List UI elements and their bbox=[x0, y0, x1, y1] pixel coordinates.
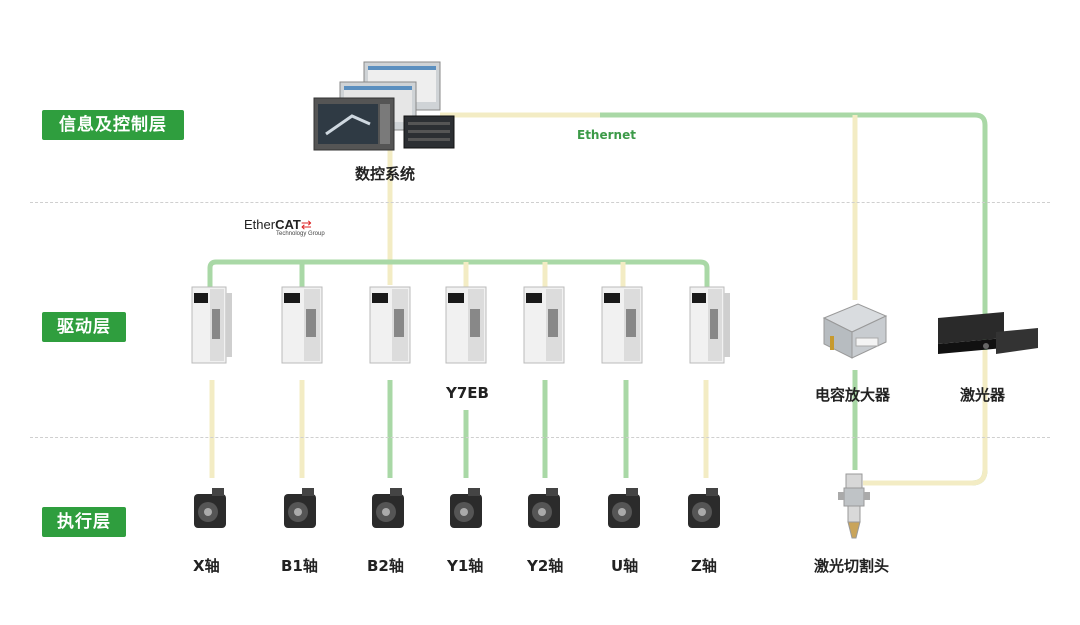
axis-label-b1: B1轴 bbox=[281, 557, 318, 575]
servo-drive-2 bbox=[281, 286, 323, 364]
servo-motor-y1 bbox=[450, 488, 482, 528]
servo-motor-y2 bbox=[528, 488, 560, 528]
layer-badge-execution: 执行层 bbox=[42, 507, 126, 537]
cnc-system-icon bbox=[313, 61, 455, 151]
cnc-label: 数控系统 bbox=[355, 165, 416, 183]
laser-cutting-head-icon bbox=[838, 473, 870, 539]
divider-bottom bbox=[30, 437, 1050, 438]
servo-drive-7 bbox=[689, 286, 730, 364]
servo-drive-5 bbox=[523, 286, 565, 364]
axis-label-b2: B2轴 bbox=[367, 557, 404, 575]
laser-label: 激光器 bbox=[960, 386, 1006, 404]
servo-drive-6 bbox=[601, 286, 643, 364]
servo-motor-x bbox=[194, 488, 226, 528]
ethercat-logo: EtherCAT⇄ Technology Group bbox=[244, 217, 325, 237]
servo-drive-4 bbox=[445, 286, 487, 364]
divider-top bbox=[30, 202, 1050, 203]
axis-label-y1: Y1轴 bbox=[447, 557, 484, 575]
axis-label-x: X轴 bbox=[193, 557, 220, 575]
ethercat-bus bbox=[207, 259, 710, 290]
servo-drive-3 bbox=[369, 286, 411, 364]
axis-label-y2: Y2轴 bbox=[527, 557, 564, 575]
drive-model-label: Y7EB bbox=[446, 384, 489, 402]
servo-motor-z bbox=[688, 488, 720, 528]
ethernet-label: Ethernet bbox=[577, 128, 636, 142]
laser-icon bbox=[938, 312, 1038, 354]
layer-badge-drive: 驱动层 bbox=[42, 312, 126, 342]
servo-drive-1 bbox=[191, 286, 232, 364]
layer-badge-info-control: 信息及控制层 bbox=[42, 110, 184, 140]
axis-label-z: Z轴 bbox=[691, 557, 717, 575]
capacitor-amplifier-icon bbox=[822, 303, 888, 359]
servo-motor-u bbox=[608, 488, 640, 528]
servo-motor-b2 bbox=[372, 488, 404, 528]
capacitor-amplifier-label: 电容放大器 bbox=[815, 386, 891, 404]
axis-label-u: U轴 bbox=[611, 557, 639, 575]
laser-cutting-head-label: 激光切割头 bbox=[814, 557, 890, 575]
servo-motor-b1 bbox=[284, 488, 316, 528]
